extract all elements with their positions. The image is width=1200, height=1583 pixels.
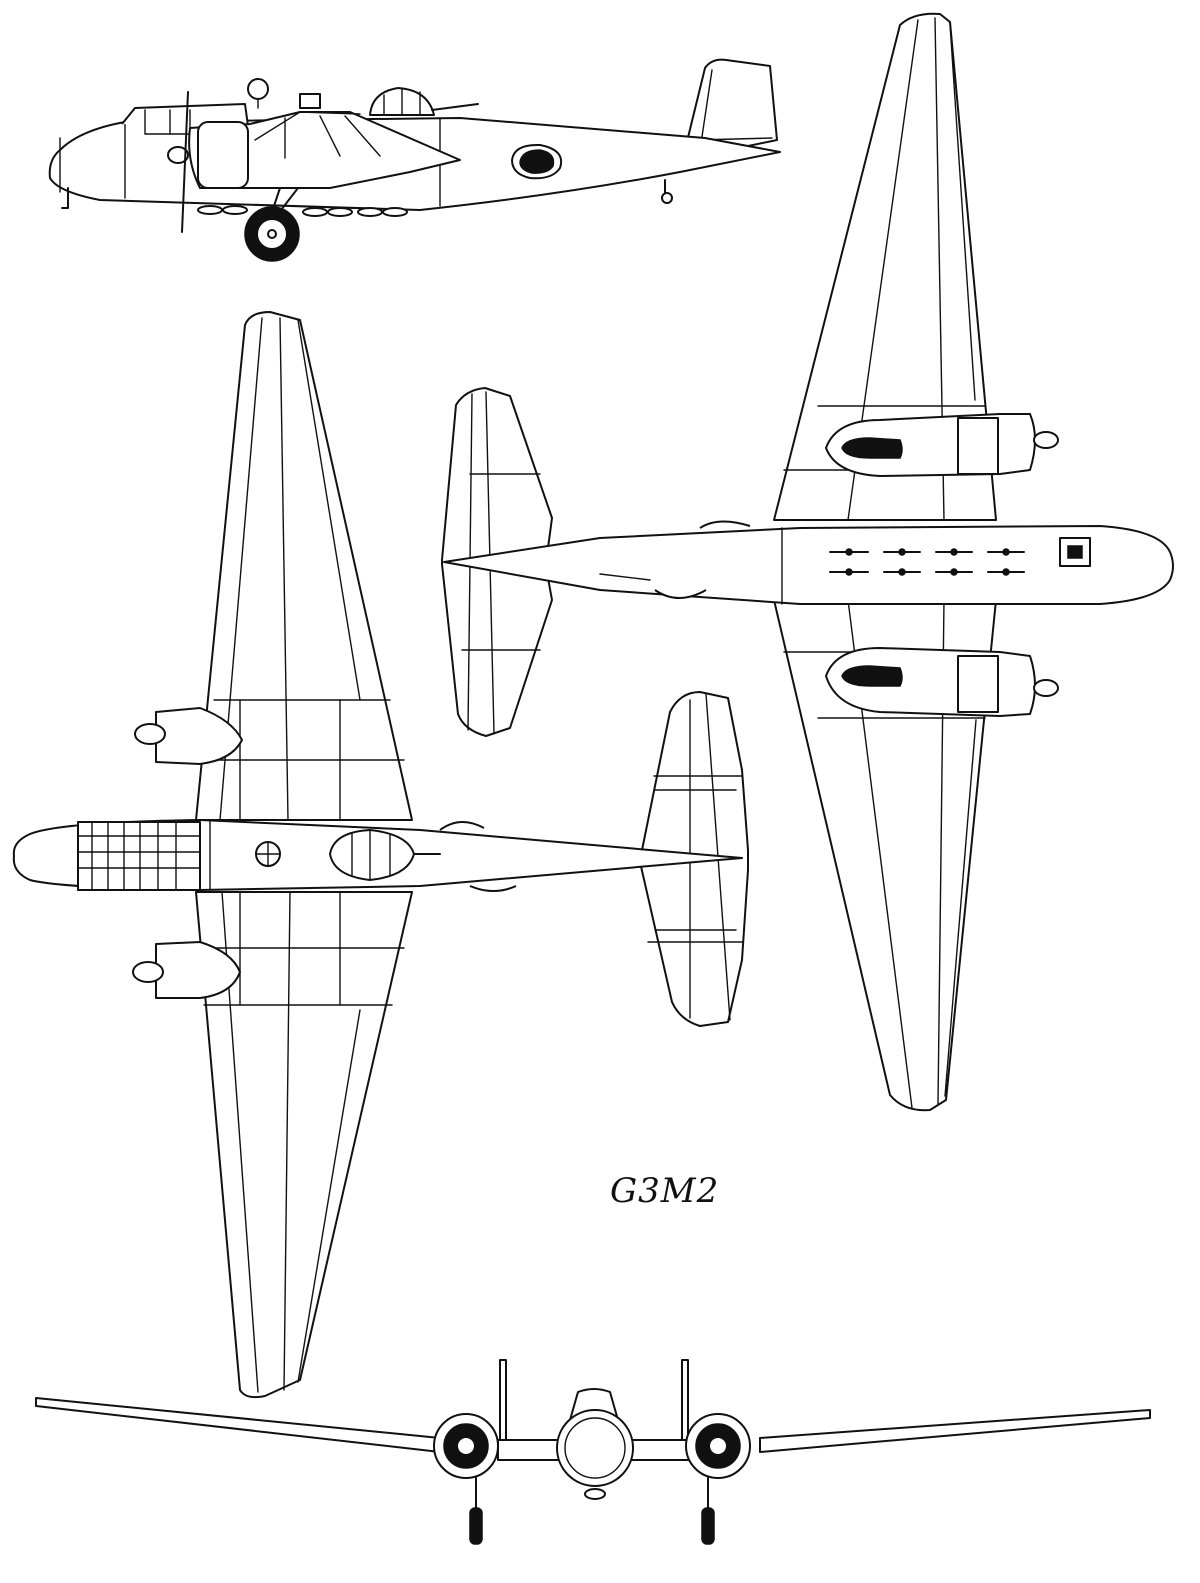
bottom-engine-lower [826, 648, 1058, 716]
front-wing-left [36, 1398, 440, 1452]
front-engine-left [434, 1414, 498, 1478]
bottom-view [442, 14, 1173, 1110]
bottom-upper-wing [774, 14, 996, 520]
front-wheel-left [470, 1508, 482, 1544]
side-spinner [168, 147, 188, 163]
front-engine-right [686, 1414, 750, 1478]
front-view [36, 1360, 1150, 1544]
top-upper-wing [196, 312, 412, 820]
bottom-lower-wing [774, 600, 996, 1110]
bottom-bomb-racks [830, 549, 1024, 575]
front-fuselage [557, 1410, 633, 1486]
front-wheel-right [702, 1508, 714, 1544]
top-nose-glazing [78, 822, 200, 890]
top-engine-upper [135, 708, 242, 764]
side-dome [248, 79, 268, 99]
top-view [14, 312, 748, 1397]
bottom-fuselage [444, 526, 1173, 604]
top-engine-lower [133, 942, 240, 998]
side-engine-nacelle [189, 112, 460, 188]
side-tail-wheel [662, 193, 672, 203]
model-caption: G3M2 [610, 1171, 719, 1211]
side-bombs [198, 206, 407, 216]
side-view [50, 60, 780, 261]
bottom-engine-upper [826, 414, 1058, 476]
front-wing-right [760, 1410, 1150, 1452]
side-tail-fin [683, 60, 777, 158]
